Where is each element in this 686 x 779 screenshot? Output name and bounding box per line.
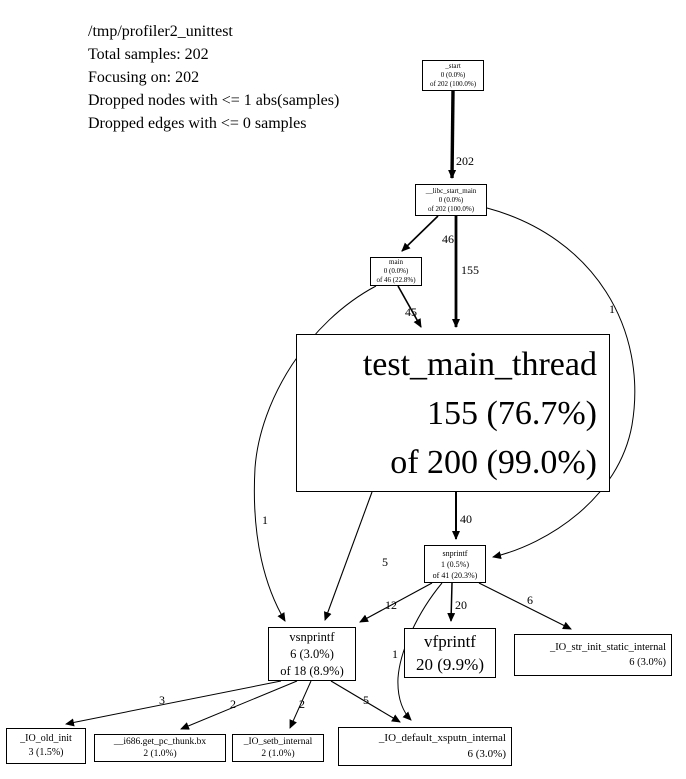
node-test-main-thread: test_main_thread 155 (76.7%) of 200 (99.… — [296, 334, 610, 492]
node-function-name: _IO_setb_internal — [243, 736, 313, 747]
edge-label-vsnprintf-iosetb: 2 — [299, 697, 305, 711]
edge-snprintf-iostr — [478, 582, 572, 630]
node-start: _start 0 (0.0%) of 202 (100.0%) — [422, 60, 484, 91]
edge-libc-main — [401, 215, 439, 252]
edge-label-snprintf-iostr: 6 — [527, 593, 533, 607]
node-cum-count: of 202 (100.0%) — [427, 204, 475, 213]
node-function-name: _IO_str_init_static_internal — [549, 642, 666, 653]
node-function-name: _IO_default_xsputn_internal — [378, 732, 506, 744]
node-cum-count: of 200 (99.0%) — [390, 443, 597, 481]
node-function-name: main — [389, 258, 403, 266]
edge-label-vsnprintf-ioold: 3 — [159, 693, 165, 707]
dropped-nodes-note: Dropped nodes with <= 1 abs(samples) — [88, 92, 340, 109]
node-vsnprintf: vsnprintf 6 (3.0%) of 18 (8.9%) — [268, 627, 356, 681]
edge-vsnprintf-ioxsputn — [330, 680, 401, 723]
node-flat-count: 6 (3.0%) — [290, 646, 334, 661]
node-io-setb-internal: _IO_setb_internal 2 (1.0%) — [232, 734, 324, 762]
edge-label-libc-snprintf: 1 — [609, 302, 615, 316]
node-function-name: __libc_start_main — [425, 186, 477, 195]
node-flat-count: 6 (3.0%) — [467, 747, 507, 760]
node-flat-count: 20 (9.9%) — [416, 655, 484, 674]
edge-label-vsnprintf-ioxsputn: 5 — [363, 693, 369, 707]
node-cum-count: of 46 (22.8%) — [376, 276, 416, 284]
node-io-str-init-static-internal: _IO_str_init_static_internal 6 (3.0%) — [514, 634, 672, 676]
node-main: main 0 (0.0%) of 46 (22.8%) — [370, 257, 422, 286]
edge-label-libc-tmt: 155 — [461, 263, 479, 277]
edge-vsnprintf-iosetb — [289, 680, 312, 729]
edge-label-start-libc: 202 — [456, 154, 474, 168]
node-flat-count: 2 (1.0%) — [261, 749, 295, 759]
node-flat-count: 155 (76.7%) — [427, 394, 597, 432]
node-cum-count: of 202 (100.0%) — [429, 80, 477, 88]
node-function-name: __i686.get_pc_thunk.bx — [113, 736, 207, 747]
node-io-default-xsputn-internal: _IO_default_xsputn_internal 6 (3.0%) — [338, 727, 512, 766]
edge-label-libc-main: 46 — [442, 232, 454, 246]
edge-vsnprintf-ioold — [65, 680, 282, 727]
node-vfprintf: vfprintf 20 (9.9%) — [404, 628, 496, 678]
node-function-name: _IO_old_init — [20, 733, 72, 744]
edge-label-snprintf-vfprintf: 20 — [455, 598, 467, 612]
node-snprintf: snprintf 1 (0.5%) of 41 (20.3%) — [424, 545, 486, 583]
edge-tmt-vsnprintf — [324, 491, 373, 621]
node-function-name: vsnprintf — [289, 629, 335, 644]
edge-label-tmt-vsnprintf: 5 — [382, 555, 388, 569]
node-cum-count: of 41 (20.3%) — [432, 570, 478, 580]
edge-label-vsnprintf-i686: 2 — [230, 697, 236, 711]
node-libc-start-main: __libc_start_main 0 (0.0%) of 202 (100.0… — [415, 184, 487, 216]
edge-snprintf-ioxsputn — [397, 582, 443, 721]
edge-label-tmt-snprintf: 40 — [460, 512, 472, 526]
node-function-name: test_main_thread — [362, 345, 597, 383]
node-i686-get-pc-thunk: __i686.get_pc_thunk.bx 2 (1.0%) — [94, 734, 226, 762]
focusing-on: Focusing on: 202 — [88, 69, 200, 86]
profile-summary: /tmp/profiler2_unittest Total samples: 2… — [88, 20, 339, 135]
node-function-name: _start — [445, 62, 461, 70]
edge-libc-snprintf — [486, 207, 636, 560]
edge-label-main-vsnprintf: 1 — [262, 513, 268, 527]
dropped-edges-note: Dropped edges with <= 0 samples — [88, 115, 307, 132]
edge-main-tmt — [397, 285, 422, 328]
node-flat-count: 0 (0.0%) — [440, 71, 466, 79]
edge-label-snprintf-vsnprintf: 12 — [385, 598, 397, 612]
node-flat-count: 3 (1.5%) — [28, 747, 64, 758]
node-function-name: snprintf — [442, 548, 468, 558]
edge-label-snprintf-ioxsputn: 1 — [392, 647, 398, 661]
edge-snprintf-vsnprintf — [359, 582, 433, 623]
edge-main-vsnprintf — [253, 285, 377, 622]
node-flat-count: 0 (0.0%) — [438, 195, 464, 204]
node-io-old-init: _IO_old_init 3 (1.5%) — [6, 728, 86, 764]
edge-vsnprintf-i686 — [180, 680, 298, 730]
edge-label-main-tmt: 45 — [405, 305, 417, 319]
edge-start-libc — [448, 90, 457, 179]
node-flat-count: 6 (3.0%) — [629, 657, 666, 668]
node-flat-count: 1 (0.5%) — [441, 559, 469, 569]
node-cum-count: of 18 (8.9%) — [280, 663, 344, 678]
profile-path: /tmp/profiler2_unittest — [88, 23, 233, 40]
node-function-name: vfprintf — [424, 632, 476, 651]
node-flat-count: 0 (0.0%) — [383, 267, 409, 275]
total-samples: Total samples: 202 — [88, 46, 209, 63]
edge-snprintf-vfprintf — [447, 582, 456, 622]
node-flat-count: 2 (1.0%) — [143, 749, 177, 759]
